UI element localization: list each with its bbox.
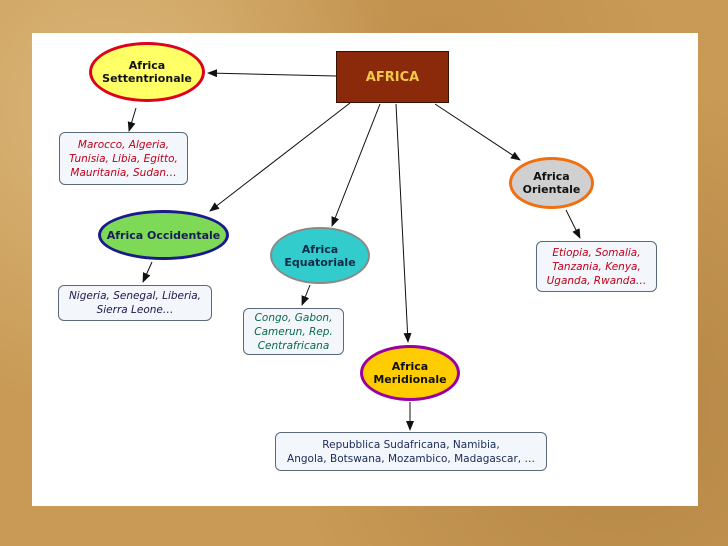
east-countries-line2: Tanzania, Kenya, — [552, 260, 641, 273]
west-countries-line1: Nigeria, Senegal, Liberia, — [68, 290, 202, 302]
region-equatorial-node: Africa Equatoriale — [270, 227, 370, 284]
region-south-countries: Repubblica Sudafricana, Namibia, Angola,… — [275, 432, 547, 471]
east-countries-line1: Etiopia, Somalia, — [552, 246, 641, 259]
region-north-label-line2: Settentrionale — [102, 72, 192, 85]
north-countries-line2: Tunisia, Libia, Egitto, — [69, 152, 178, 165]
region-east-countries: Etiopia, Somalia, Tanzania, Kenya, Ugand… — [536, 241, 657, 292]
region-south-node: Africa Meridionale — [360, 345, 460, 401]
region-equatorial-label-line2: Equatoriale — [284, 255, 356, 269]
east-countries-line3: Uganda, Rwanda… — [546, 274, 647, 287]
region-north-node: Africa Settentrionale — [89, 42, 205, 102]
region-north-label-line1: Africa — [128, 59, 166, 72]
root-node-africa: AFRICA — [336, 51, 449, 103]
region-west-label: Africa Occidentale — [106, 228, 221, 242]
region-south-label-line2: Meridionale — [373, 373, 447, 386]
region-east-label-line2: Orientale — [522, 183, 581, 196]
region-south-label-line1: Africa — [391, 360, 429, 373]
west-countries-line2: Sierra Leone… — [96, 304, 174, 316]
region-equatorial-countries: Congo, Gabon, Camerun, Rep. Centrafrican… — [243, 308, 344, 355]
equatorial-countries-line2: Camerun, Rep. — [254, 325, 333, 338]
region-east-label-line1: Africa — [533, 170, 570, 183]
equatorial-countries-line1: Congo, Gabon, — [254, 311, 333, 324]
region-equatorial-label-line1: Africa — [301, 242, 339, 256]
region-west-node: Africa Occidentale — [98, 210, 229, 260]
root-label: AFRICA — [365, 69, 420, 85]
equatorial-countries-line3: Centrafricana — [257, 339, 330, 352]
north-countries-line3: Mauritania, Sudan… — [70, 166, 177, 179]
north-countries-line1: Marocco, Algeria, — [77, 138, 170, 151]
region-north-countries: Marocco, Algeria, Tunisia, Libia, Egitto… — [59, 132, 188, 185]
region-east-node: Africa Orientale — [509, 157, 594, 209]
south-countries-line1: Repubblica Sudafricana, Namibia, — [322, 438, 500, 451]
region-west-countries: Nigeria, Senegal, Liberia, Sierra Leone… — [58, 285, 212, 321]
south-countries-line2: Angola, Botswana, Mozambico, Madagascar,… — [287, 452, 535, 465]
